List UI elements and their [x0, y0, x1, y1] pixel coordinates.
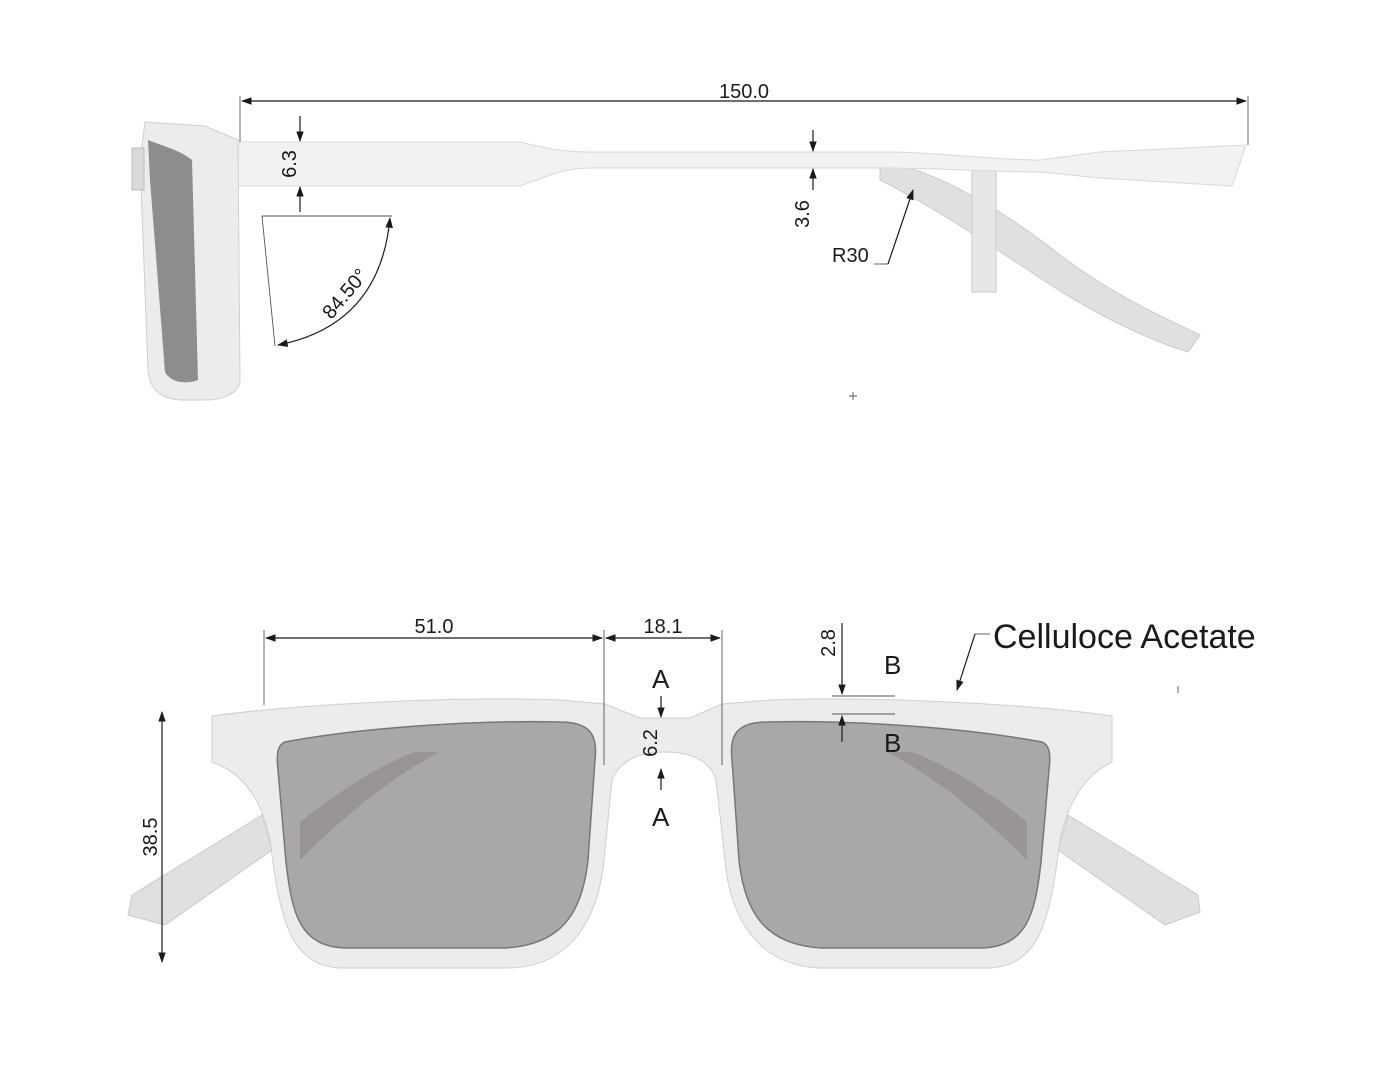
hinge-height-label: 6.3 [279, 150, 301, 178]
section-a-bottom-label: A [652, 802, 670, 832]
side-view: 150.0 6.3 3.6 R30 84.50° [131, 81, 1249, 401]
left-temple-through-lens [300, 752, 440, 860]
section-a-top-label: A [652, 664, 670, 694]
section-b-top-label: B [884, 650, 901, 680]
rim-thickness-label: 2.8 [818, 629, 840, 657]
radius-leader [887, 188, 914, 265]
angle-ext-line [261, 215, 276, 347]
front-view: 51.0 18.1 38.5 A A 6.2 2.8 B B Celluloce… [127, 616, 1256, 969]
lens-height-label: 38.5 [140, 818, 162, 857]
right-temple-through-lens [887, 752, 1027, 860]
hinge-block [131, 147, 145, 191]
right-temple-front [1057, 814, 1201, 926]
lens-profile [148, 140, 198, 383]
right-lens [730, 720, 1051, 949]
lens-width-label: 51.0 [415, 616, 454, 638]
bridge-thickness-label: 6.2 [640, 729, 662, 757]
far-temple [879, 159, 1201, 353]
temple-tip-bracket [971, 169, 997, 293]
temple-height-label: 3.6 [792, 200, 814, 228]
temple-radius-label: R30 [832, 245, 869, 267]
crosshair-mark [849, 392, 857, 400]
left-lens [276, 720, 597, 949]
material-leader [956, 633, 976, 692]
overall-length-label: 150.0 [719, 81, 769, 103]
section-b-bottom-label: B [884, 728, 901, 758]
near-temple [237, 141, 1247, 187]
bridge-width-label: 18.1 [644, 616, 683, 638]
angle-arc [276, 216, 393, 347]
material-label: Celluloce Acetate [993, 618, 1256, 656]
